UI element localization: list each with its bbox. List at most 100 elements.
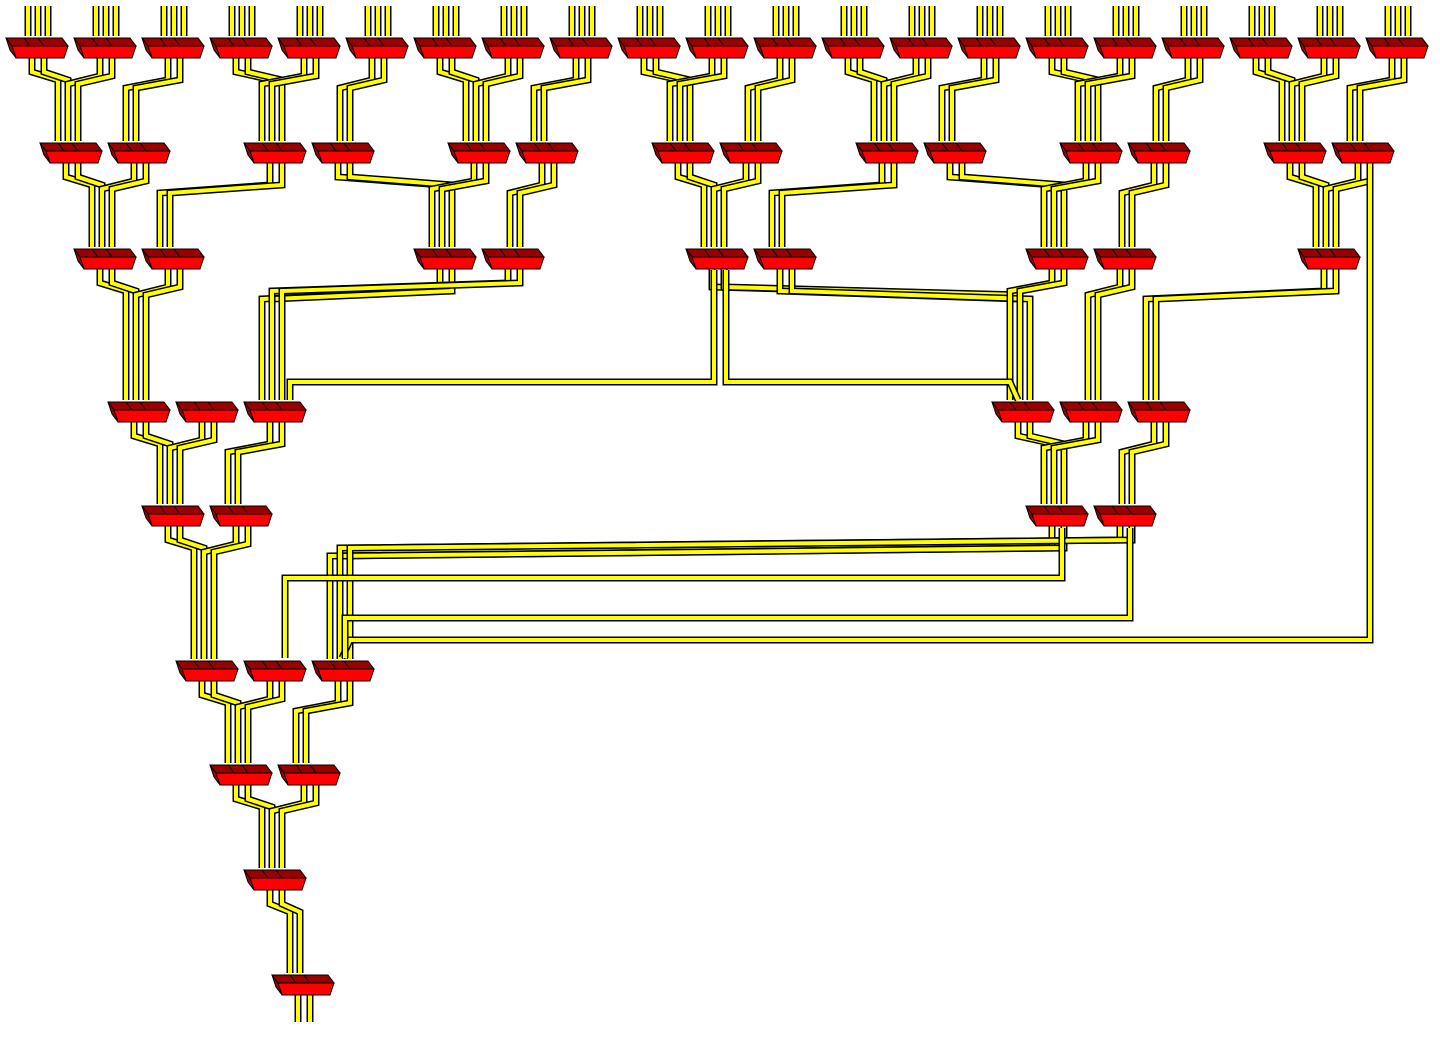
long-link-wire (338, 164, 1374, 660)
link-wire (1322, 163, 1362, 247)
adder-cell (1331, 142, 1395, 164)
adder-cell (1365, 37, 1429, 59)
adder-cell (1093, 37, 1157, 59)
adder-cell (1297, 37, 1361, 59)
wires-layer (24, 6, 1412, 1022)
adder-cell (175, 660, 239, 682)
adder-cell (141, 248, 205, 270)
adder-cell (1025, 505, 1089, 527)
link-wire (1298, 58, 1340, 141)
link-wire (1060, 58, 1102, 141)
adder-cell (753, 248, 817, 270)
link-wire (1162, 58, 1204, 141)
cells-layer (5, 37, 1429, 996)
adder-cell (821, 37, 885, 59)
link-wire (788, 269, 1034, 400)
link-wire (278, 890, 304, 973)
adder-cell (107, 142, 171, 164)
link-wire (754, 58, 796, 141)
link-wire (948, 58, 1000, 141)
link-wire (1142, 269, 1328, 400)
adder-cell (1093, 248, 1157, 270)
adder-cell (1127, 401, 1191, 423)
adder-cell (141, 505, 205, 527)
adder-cell (209, 505, 273, 527)
link-wire (938, 58, 988, 141)
link-wire (244, 58, 286, 141)
link-wire (166, 163, 286, 247)
adder-cell (413, 37, 477, 59)
link-wire (156, 163, 274, 247)
link-wire (1016, 269, 1068, 400)
link-wire (1152, 269, 1340, 400)
adder-cell (73, 37, 137, 59)
adder-cell (243, 869, 307, 891)
link-wire (1050, 163, 1102, 247)
adder-cell (685, 248, 749, 270)
adder-cell (1093, 505, 1157, 527)
link-wire (292, 681, 342, 763)
adder-cell (855, 142, 919, 164)
adder-cell (271, 974, 335, 996)
adder-cell (617, 37, 681, 59)
link-wire (224, 422, 274, 504)
link-wire (1332, 163, 1374, 247)
link-wire (1050, 422, 1102, 504)
link-wire (346, 58, 388, 141)
link-wire (1118, 163, 1158, 247)
adder-cell (719, 142, 783, 164)
link-wire (278, 269, 524, 400)
adder-cell (243, 142, 307, 164)
adder-cell (549, 37, 613, 59)
adder-cell (141, 37, 205, 59)
link-wire (302, 681, 354, 763)
link-wire (710, 163, 750, 247)
adder-cell (515, 142, 579, 164)
link-wire (720, 163, 762, 247)
adder-cell (753, 37, 817, 59)
link-wire (744, 58, 784, 141)
adder-cell (277, 37, 341, 59)
adder-cell (175, 401, 239, 423)
adder-cell (243, 401, 307, 423)
adder-cell (243, 660, 307, 682)
link-wire (132, 58, 184, 141)
adder-cell (1059, 142, 1123, 164)
link-wire (438, 163, 490, 247)
adder-cell (685, 37, 749, 59)
link-wire (244, 681, 286, 763)
link-wire (1356, 58, 1408, 141)
link-wire (1152, 58, 1192, 141)
link-wire (234, 422, 286, 504)
adder-cell (311, 142, 375, 164)
link-wire (1118, 422, 1158, 504)
link-wire (346, 163, 456, 247)
adder-cell (209, 37, 273, 59)
adder-cell (481, 248, 545, 270)
link-wire (122, 58, 172, 141)
adder-cell (1161, 37, 1225, 59)
adder-cell (957, 37, 1021, 59)
link-wire (268, 785, 308, 868)
link-wire (166, 422, 206, 504)
link-wire (482, 58, 524, 141)
link-wire (176, 422, 218, 504)
long-link-wire (286, 270, 718, 400)
adder-cell (107, 401, 171, 423)
adder-cell (1263, 142, 1327, 164)
link-wire (530, 58, 580, 141)
adder-cell (447, 142, 511, 164)
link-wire (1128, 163, 1170, 247)
adder-cell (209, 764, 273, 786)
link-wire (108, 163, 150, 247)
adder-cell (1025, 37, 1089, 59)
link-wire (1128, 422, 1170, 504)
link-wire (98, 163, 138, 247)
link-wire (516, 163, 558, 247)
link-wire (880, 58, 920, 141)
adder-cell (277, 764, 341, 786)
link-wire (958, 163, 1068, 247)
link-wire (64, 58, 104, 141)
link-wire (1026, 422, 1068, 504)
